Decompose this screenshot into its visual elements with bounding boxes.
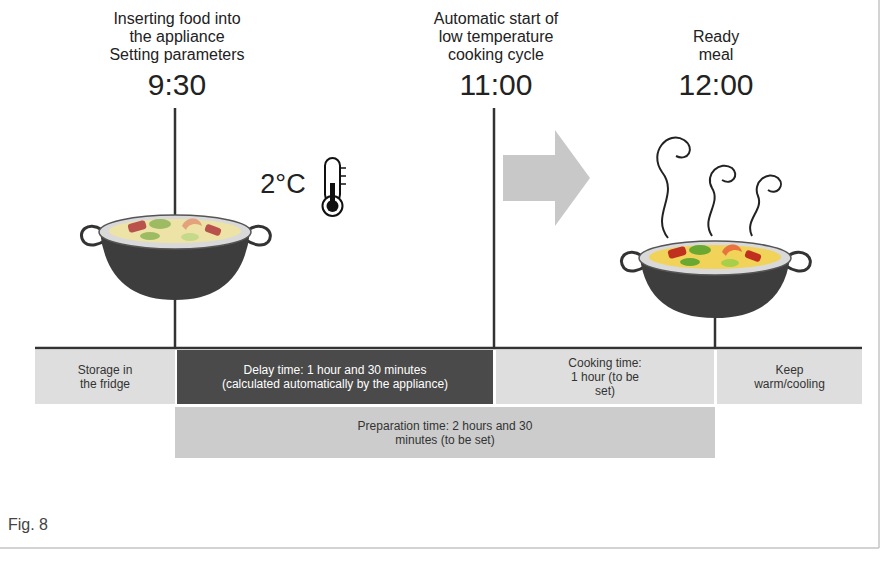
food-piece bbox=[744, 250, 762, 263]
food-piece bbox=[127, 220, 147, 233]
band-text: Cooking time: 1 hour (to be set) bbox=[565, 356, 645, 398]
progress-arrow bbox=[503, 130, 590, 226]
timeline-label: 11:00 bbox=[421, 68, 571, 102]
food-piece bbox=[140, 232, 160, 240]
timeline-label: 9:30 bbox=[102, 68, 252, 102]
timeline-label: Ready meal bbox=[686, 28, 746, 64]
food-piece bbox=[149, 219, 171, 229]
frame-line bbox=[0, 547, 879, 549]
time-band: Storage in the fridge bbox=[35, 350, 175, 404]
time-band: Delay time: 1 hour and 30 minutes (calcu… bbox=[177, 350, 493, 404]
food-piece bbox=[721, 259, 739, 267]
thermometer-mercury bbox=[327, 200, 339, 212]
food-piece bbox=[667, 246, 687, 259]
band-text: Storage in the fridge bbox=[70, 363, 140, 391]
time-band: Preparation time: 2 hours and 30 minutes… bbox=[175, 407, 715, 458]
steam-swirl bbox=[657, 138, 690, 238]
thermometer-scale bbox=[340, 175, 346, 177]
wok-broth bbox=[649, 245, 781, 269]
timeline-label: Inserting food into the appliance bbox=[102, 10, 252, 46]
food-piece bbox=[689, 245, 711, 255]
band-text: Preparation time: 2 hours and 30 minutes… bbox=[335, 419, 555, 447]
band-text: Keep warm/cooling bbox=[750, 363, 830, 391]
time-tick bbox=[714, 316, 717, 348]
timeline-label: Automatic start of low temperature cooki… bbox=[426, 10, 566, 64]
frame-line bbox=[878, 0, 880, 548]
timeline-label: 12:00 bbox=[641, 68, 791, 102]
wok-rim bbox=[639, 241, 791, 275]
steam-swirl bbox=[750, 175, 781, 236]
food-piece bbox=[182, 219, 202, 231]
thermometer-scale bbox=[340, 167, 346, 169]
steam-swirl bbox=[708, 166, 735, 236]
food-piece bbox=[680, 258, 700, 266]
time-band: Cooking time: 1 hour (to be set) bbox=[496, 350, 714, 404]
wok-broth bbox=[109, 219, 241, 243]
temperature-label: 2°C bbox=[248, 168, 318, 200]
thermometer-tube bbox=[325, 158, 340, 202]
figure-caption: Fig. 8 bbox=[8, 516, 48, 534]
food-piece bbox=[722, 245, 742, 257]
wok-rim bbox=[99, 215, 251, 249]
food-piece bbox=[204, 224, 222, 237]
thermometer-scale bbox=[340, 183, 346, 185]
food-piece bbox=[181, 233, 199, 241]
time-tick bbox=[493, 108, 496, 348]
band-text: Delay time: 1 hour and 30 minutes (calcu… bbox=[218, 363, 453, 391]
timeline-axis bbox=[35, 347, 862, 350]
time-band: Keep warm/cooling bbox=[717, 350, 862, 404]
timeline-label: Setting parameters bbox=[102, 46, 252, 64]
